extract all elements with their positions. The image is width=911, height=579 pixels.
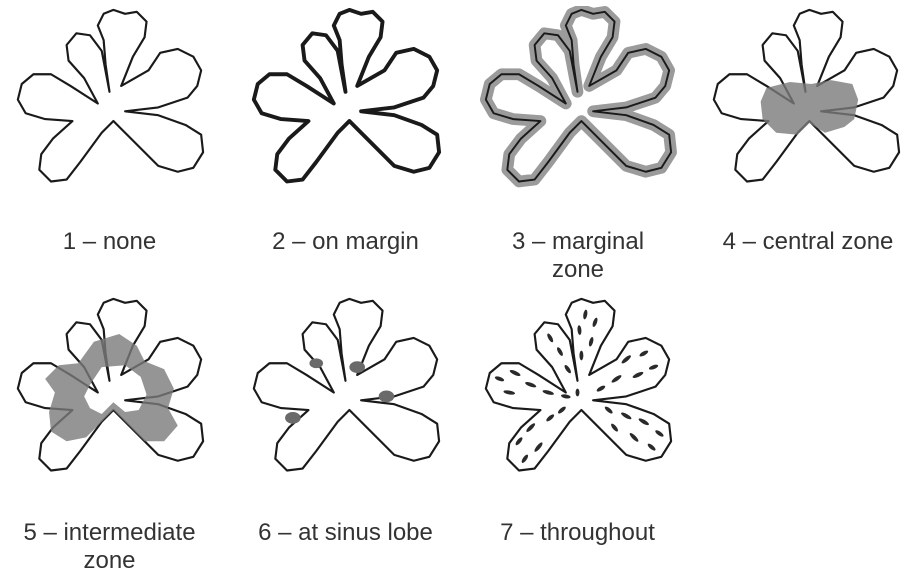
- leaf-figure-6: [238, 295, 453, 490]
- leaf-figure-7: [470, 295, 685, 490]
- caption-6-line1: 6 – at sinus lobe: [238, 519, 453, 547]
- sinus-spot: [309, 358, 323, 368]
- leaf-outline-marginal-zone: [470, 6, 685, 201]
- leaf-figure-1: [2, 6, 217, 201]
- sinus-spot: [379, 391, 395, 403]
- caption-1: 1 – none: [17, 228, 202, 256]
- caption-7: 7 – throughout: [470, 519, 685, 547]
- caption-3: 3 – marginal zone: [478, 228, 678, 284]
- central-zone-shading: [761, 80, 859, 135]
- sinus-spot: [349, 361, 365, 373]
- sinus-spot: [285, 412, 301, 424]
- caption-3-line2: zone: [478, 256, 678, 284]
- leaf-outline-central-zone: [703, 6, 908, 201]
- caption-5-line1: 5 – intermediate: [2, 519, 217, 547]
- leaf-outline-intermediate-zone: [2, 295, 217, 490]
- caption-3-line1: 3 – marginal: [478, 228, 678, 256]
- caption-5: 5 – intermediate zone: [2, 519, 217, 575]
- leaf-outline-sinus-spots: [238, 295, 453, 490]
- leaf-outline-margin: [238, 6, 453, 201]
- caption-1-line1: 1 – none: [17, 228, 202, 256]
- caption-4: 4 – central zone: [708, 228, 908, 256]
- caption-5-line2: zone: [2, 547, 217, 575]
- caption-2: 2 – on margin: [243, 228, 448, 256]
- leaf-figure-3: [470, 6, 685, 201]
- caption-6: 6 – at sinus lobe: [238, 519, 453, 547]
- leaf-figure-4: [703, 6, 908, 201]
- caption-4-line1: 4 – central zone: [708, 228, 908, 256]
- caption-2-line1: 2 – on margin: [243, 228, 448, 256]
- leaf-figure-2: [238, 6, 453, 201]
- leaf-outline-none: [2, 6, 217, 201]
- leaf-figure-5: [2, 295, 217, 490]
- caption-7-line1: 7 – throughout: [470, 519, 685, 547]
- leaf-outline-streaks: [470, 295, 685, 490]
